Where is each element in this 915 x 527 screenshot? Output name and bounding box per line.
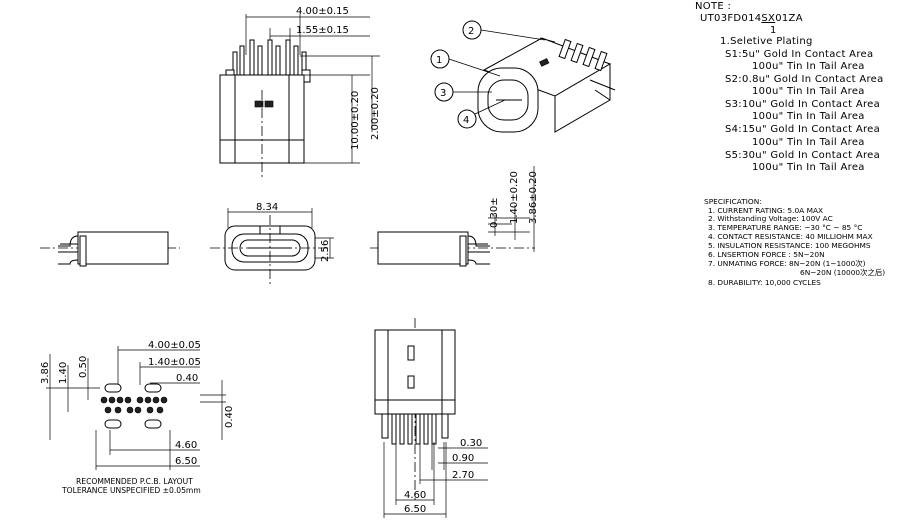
dim-pcb-1-40-left: 1.40: [58, 362, 69, 384]
dim-bottom-2-70: 2.70: [452, 470, 474, 481]
dim-pcb-6-50: 6.50: [175, 456, 197, 467]
callout-2: 2: [468, 26, 474, 37]
note-line-3: S2:0.8u" Gold In Contact Area: [725, 74, 884, 85]
note-line-1: S1:5u" Gold In Contact Area: [725, 49, 873, 60]
pcb-caption: RECOMMENDED P.C.B. LAYOUT: [76, 477, 193, 486]
dim-side-c: 3.86±0.20: [528, 171, 539, 224]
part-number: UT03FD014SX01ZA: [700, 13, 803, 24]
spec-item-6: 6. LNSERTION FORCE : 5N~20N: [708, 250, 825, 259]
note-line-6: 100u" Tin In Tail Area: [752, 111, 865, 122]
spec-item-4: 4. CONTACT RESISTANCE: 40 MILLIOHM MAX: [708, 232, 873, 241]
dim-top-pitch: 1.55±0.15: [296, 25, 349, 36]
left-side-view: [40, 231, 180, 267]
front-view: 8.34 2.56: [210, 202, 334, 285]
specification-block: SPECIFICATION: 1. CURRENT RATING: 5.0A M…: [704, 197, 885, 287]
note-line-0: 1.Seletive Plating: [720, 36, 813, 47]
note-line-2: 100u" Tin In Tail Area: [752, 61, 865, 72]
dim-pcb-1-40: 1.40±0.05: [148, 357, 201, 368]
spec-item-5: 5. INSULATION RESISTANCE: 100 MEGOHMS: [708, 241, 871, 250]
dim-bottom-0-90: 0.90: [452, 453, 474, 464]
spec-item-7: 7. UNMATING FORCE: 8N~20N (1~1000次): [708, 259, 866, 268]
note-line-7: S4:15u" Gold In Contact Area: [725, 124, 880, 135]
dim-bottom-4-60: 4.60: [404, 490, 426, 501]
note-line-5: S3:10u" Gold In Contact Area: [725, 99, 880, 110]
note-heading: NOTE :: [695, 1, 731, 12]
callout-4: 4: [463, 115, 469, 126]
bottom-view: 0.30 0.90 2.70 4.60 6.50: [374, 318, 488, 518]
dim-pcb-3-86: 3.86: [40, 362, 51, 384]
spec-item-1: 1. CURRENT RATING: 5.0A MAX: [708, 206, 823, 215]
spec-item-3: 3. TEMPERATURE RANGE: −30 °C ~ 85 °C: [708, 223, 862, 232]
dim-pcb-0-40-right: 0.40: [224, 406, 235, 428]
note-line-4: 100u" Tin In Tail Area: [752, 86, 865, 97]
pcb-tolerance: TOLERANCE UNSPECIFIED ±0.05mm: [61, 486, 201, 495]
dim-top-tail: 2.00±0.20: [370, 87, 381, 140]
note-block: NOTE : UT03FD014SX01ZA 1 1.Seletive Plat…: [695, 1, 884, 173]
pcb-layout-view: 4.00±0.05 1.40±0.05 0.40 3.86 1.40 0.50: [40, 340, 235, 495]
dim-side-b: 1.40±0.20: [509, 171, 520, 224]
dim-top-length: 10.00±0.20: [350, 91, 361, 150]
spec-item-8: 8. DURABILITY: 10,000 CYCLES: [708, 278, 821, 287]
dim-pcb-0-50: 0.50: [78, 356, 89, 378]
note-pointer: 1: [770, 25, 777, 36]
dim-top-width: 4.00±0.15: [296, 6, 349, 17]
spec-item-7b: 6N~20N (10000次之后): [800, 268, 885, 277]
dim-pcb-0-40-top: 0.40: [176, 373, 198, 384]
dim-front-height: 2.56: [320, 240, 331, 262]
dim-bottom-6-50: 6.50: [404, 504, 426, 515]
callout-3: 3: [440, 88, 446, 99]
spec-item-2: 2. Withstanding Voltage: 100V AC: [708, 214, 833, 223]
dim-pcb-4-00: 4.00±0.05: [148, 340, 201, 351]
note-line-9: S5:30u" Gold In Contact Area: [725, 150, 880, 161]
isometric-view: 1 2 3 4: [430, 20, 616, 133]
dim-side-a: 0.30±: [489, 197, 500, 228]
top-view: 4.00±0.15 1.55±0.15 10.00±0.20 2.00±0.20: [219, 6, 381, 178]
note-line-8: 100u" Tin In Tail Area: [752, 137, 865, 148]
note-line-10: 100u" Tin In Tail Area: [752, 162, 865, 173]
spec-heading: SPECIFICATION:: [704, 197, 762, 206]
dim-pcb-4-60: 4.60: [175, 440, 197, 451]
dim-front-width: 8.34: [256, 202, 278, 213]
dim-bottom-0-30: 0.30: [460, 438, 482, 449]
right-side-view: 0.30± 1.40±0.20 3.86±0.20: [370, 166, 539, 267]
callout-1: 1: [436, 55, 442, 66]
